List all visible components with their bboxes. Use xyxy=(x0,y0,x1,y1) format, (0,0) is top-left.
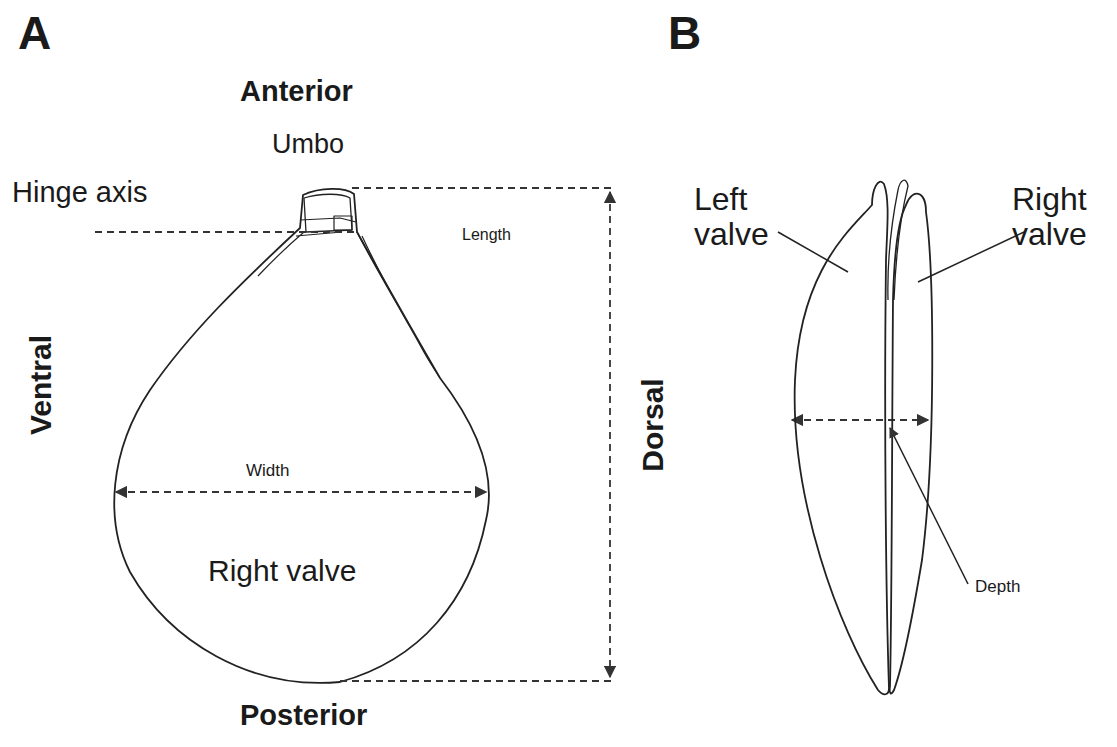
axis-label: Posterior xyxy=(240,700,367,732)
part-label: Hinge axis xyxy=(12,177,147,209)
panel-letter: A xyxy=(18,8,51,59)
leader-line xyxy=(890,428,968,584)
hinge-gap xyxy=(888,180,908,300)
shell-edge xyxy=(357,232,440,378)
part-label: Right valve xyxy=(208,554,356,587)
hinge-ligament xyxy=(258,218,356,276)
shell-outline xyxy=(114,189,489,683)
dimension-label: Width xyxy=(246,462,289,481)
length-dimension xyxy=(609,192,611,677)
panel-letter: B xyxy=(668,8,701,59)
depth-dimension xyxy=(792,419,928,421)
length-extension xyxy=(340,680,612,682)
part-label: Left valve xyxy=(694,182,789,252)
axis-label: Anterior xyxy=(240,76,353,108)
hinge-axis-line xyxy=(95,231,356,233)
dimension-label: Length xyxy=(462,226,511,244)
axis-label: Dorsal xyxy=(636,378,669,471)
axis-label: Ventral xyxy=(24,335,57,435)
hinge-plate xyxy=(304,194,352,232)
width-dimension xyxy=(116,491,486,493)
hinge-tooth xyxy=(334,216,352,230)
part-label: Right valve xyxy=(1012,182,1107,252)
dimension-label: Depth xyxy=(975,578,1020,597)
leader-line xyxy=(778,232,848,272)
part-label: Umbo xyxy=(272,130,344,160)
length-extension xyxy=(352,187,612,189)
left-valve-outline xyxy=(795,182,889,695)
leader-line xyxy=(918,232,1024,282)
